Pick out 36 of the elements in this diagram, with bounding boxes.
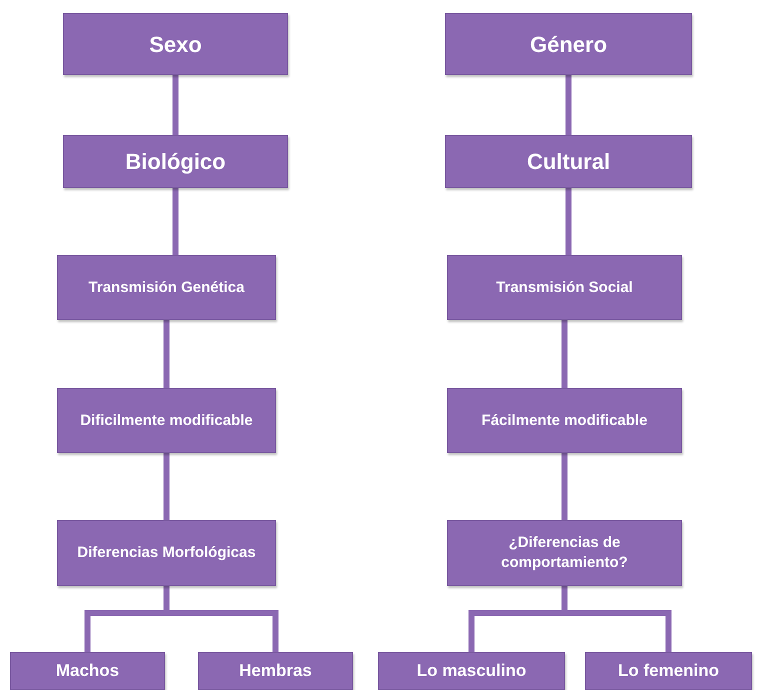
box-label: Transmisión Genética: [88, 278, 246, 298]
process-box: [447, 255, 682, 320]
process-box: [57, 255, 276, 320]
box-label: Dificilmente modificable: [79, 410, 254, 430]
box-label: ¿Diferencias de comportamiento?: [500, 533, 629, 573]
connector-line: [566, 188, 572, 255]
connector-line: [562, 320, 568, 388]
box-label: Lo femenino: [616, 660, 720, 682]
box-label: Transmisión Social: [495, 278, 634, 298]
box-label: Hembras: [238, 660, 313, 682]
box-label: Biológico: [124, 148, 227, 176]
box-label: Género: [528, 30, 608, 58]
box-label: Cultural: [526, 148, 612, 176]
process-box: [585, 652, 752, 690]
process-box: [63, 13, 288, 75]
process-box: [63, 135, 288, 188]
box-label: Sexo: [148, 30, 203, 58]
connector-line: [172, 75, 178, 135]
box-label: Lo masculino: [416, 660, 528, 682]
process-box: [378, 652, 565, 690]
connector-line: [562, 453, 568, 520]
process-box: [447, 520, 682, 586]
connector-line: [164, 320, 170, 388]
box-label: Fácilmente modificable: [480, 410, 648, 430]
connector-line: [566, 75, 572, 135]
process-box: [445, 13, 692, 75]
connector-line: [164, 453, 170, 520]
process-box: [447, 388, 682, 453]
box-label: Machos: [54, 660, 120, 682]
connector-line: [172, 188, 178, 255]
process-box: [198, 652, 353, 690]
process-box: [57, 388, 276, 453]
process-box: [57, 520, 276, 586]
box-label: Diferencias Morfológicas: [76, 543, 257, 563]
process-box: [10, 652, 165, 690]
process-box: [445, 135, 692, 188]
